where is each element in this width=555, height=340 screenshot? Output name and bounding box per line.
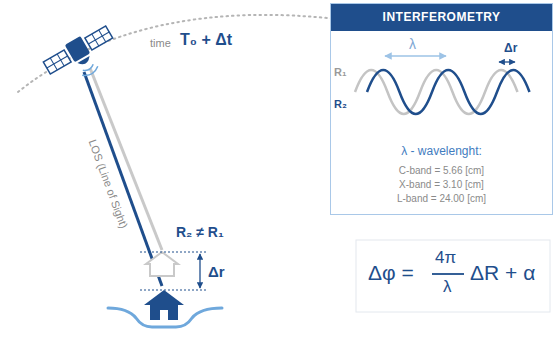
wave-label: R₂ (334, 98, 347, 111)
time-label: time (150, 37, 171, 50)
wave-label: R₁ (334, 66, 347, 79)
fraction-bar (432, 273, 464, 275)
range-label: R₂ ≠ R₁ (176, 224, 224, 240)
satellite-icon (41, 22, 123, 91)
panel-heading: INTERFEROMETRY (331, 4, 552, 31)
shift-arrow (499, 61, 515, 62)
formula-part: 4π (435, 248, 456, 268)
formula-part: ΔR + α (470, 261, 535, 285)
wave-r2 (367, 70, 530, 114)
house-door (160, 310, 168, 320)
band-value: X-band = 3.10 [cm] (331, 179, 552, 191)
wave-r1 (355, 70, 518, 114)
house-previous (146, 252, 178, 276)
wavelength-arrow (385, 55, 446, 57)
ground-line (108, 308, 222, 327)
wavelength-heading: λ - wavelenght: (331, 144, 552, 158)
displacement-label: Δr (208, 263, 225, 280)
band-value: C-band = 5.66 [cm] (331, 165, 552, 177)
house-current (144, 290, 184, 320)
wavelength-symbol: λ (409, 36, 416, 52)
time-value: T₀ + Δt (180, 31, 232, 49)
displacement-arrow (199, 254, 200, 288)
los-line-current (84, 72, 162, 286)
formula-part: λ (443, 277, 452, 297)
shift-label: Δr (504, 42, 517, 56)
orbit-arc (18, 15, 345, 92)
reference-line (140, 252, 208, 253)
formula-box (356, 240, 550, 312)
reference-line (140, 290, 208, 291)
band-value: L-band = 24.00 [cm] (331, 193, 552, 205)
formula-part: Δφ = (368, 261, 414, 285)
interferometry-panel: INTERFEROMETRY λ - wavelenght: C-band = 5.… (330, 3, 553, 215)
